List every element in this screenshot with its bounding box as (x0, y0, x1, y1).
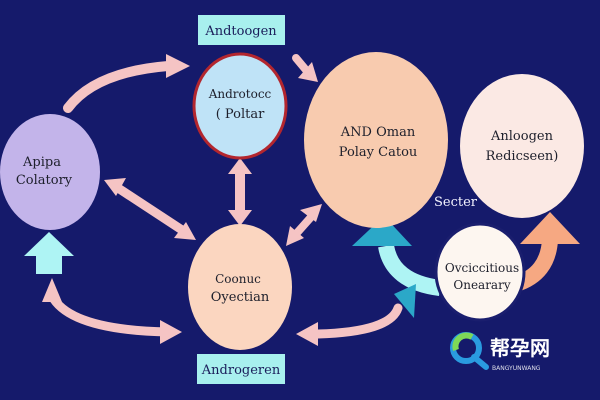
arrow-small-to-bottom (296, 303, 403, 346)
arrow-cyan-up (24, 232, 74, 274)
arrow-bottom-center-double (286, 204, 322, 246)
arrow-top-bottom-double (228, 158, 252, 226)
node-left-line2: Colatory (16, 173, 73, 188)
node-left: Apipa Colatory (0, 114, 100, 230)
node-top: Androtocc ( Poltar (192, 52, 288, 160)
watermark-title: 帮孕网 (490, 336, 550, 360)
node-center-line1: AND Oman (340, 125, 416, 140)
arrow-orange-curve (513, 212, 580, 292)
bottom-label-text: Androgeren (201, 363, 281, 378)
node-bottom-line1: Coonuc (215, 272, 261, 286)
node-bottom-line2: Oyectian (211, 290, 270, 305)
node-left-line1: Apipa (22, 155, 61, 170)
node-top-line2: ( Poltar (216, 107, 265, 122)
arrow-left-to-top (63, 54, 190, 113)
node-right-line1: Anloogen (490, 129, 554, 144)
arrow-left-bottom-double (104, 178, 196, 240)
top-label-box: Andtoogen (198, 15, 285, 45)
node-small: Ovciccitious Onearary (434, 222, 526, 322)
q-magnifier-icon (450, 332, 489, 370)
top-label-text: Andtoogen (204, 24, 277, 39)
node-small-line1: Ovciccitious (445, 261, 519, 275)
watermark: 帮孕网 BANGYUNWANG (450, 332, 550, 372)
node-center-line2: Polay Catou (339, 145, 418, 160)
arrow-cyan-curve (352, 216, 442, 318)
arrow-top-to-center (292, 54, 318, 82)
node-right: Anloogen Redicseen) (460, 74, 584, 218)
node-right-line2: Redicseen) (486, 149, 559, 164)
node-bottom: Coonuc Oyectian (188, 224, 292, 350)
node-small-line2: Onearary (453, 278, 510, 292)
secter-label: Secter (434, 195, 478, 210)
node-top-line1: Androtocc (208, 87, 272, 101)
watermark-subtitle: BANGYUNWANG (492, 365, 541, 372)
bottom-label-box: Androgeren (197, 354, 285, 384)
arrow-left-to-bottom (42, 278, 182, 344)
node-center: AND Oman Polay Catou (304, 52, 448, 228)
